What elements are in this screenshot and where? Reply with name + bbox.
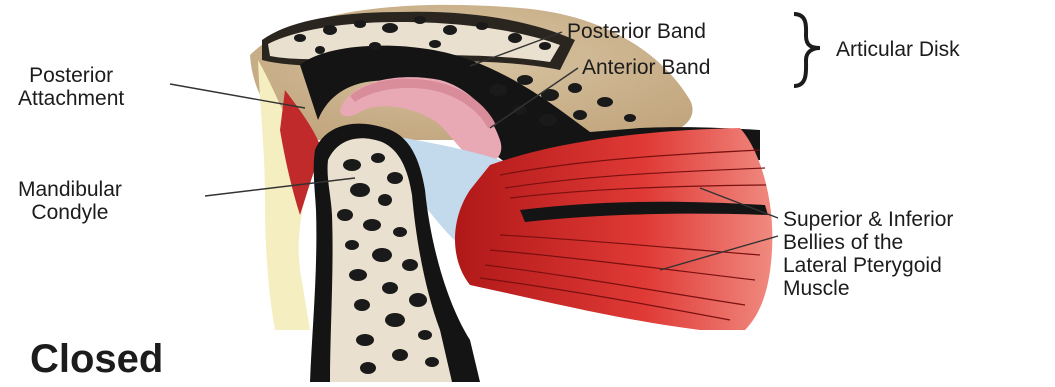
state-title: Closed bbox=[30, 337, 163, 381]
label-lateral-pterygoid: Superior & Inferior Bellies of the Later… bbox=[783, 208, 953, 300]
articular-disk-brace bbox=[794, 14, 820, 86]
label-anterior-band: Anterior Band bbox=[582, 56, 710, 79]
label-posterior-attachment: Posterior Attachment bbox=[18, 64, 124, 110]
label-line: Lateral Pterygoid bbox=[783, 254, 953, 277]
label-line: Muscle bbox=[783, 277, 953, 300]
label-line: Mandibular bbox=[18, 178, 122, 201]
label-line: Superior & Inferior bbox=[783, 208, 953, 231]
label-line: Condyle bbox=[18, 201, 122, 224]
label-line: Posterior bbox=[18, 64, 124, 87]
label-mandibular-condyle: Mandibular Condyle bbox=[18, 178, 122, 224]
label-line: Bellies of the bbox=[783, 231, 953, 254]
label-articular-disk: Articular Disk bbox=[836, 38, 960, 61]
label-posterior-band: Posterior Band bbox=[567, 20, 706, 43]
label-line: Attachment bbox=[18, 87, 124, 110]
